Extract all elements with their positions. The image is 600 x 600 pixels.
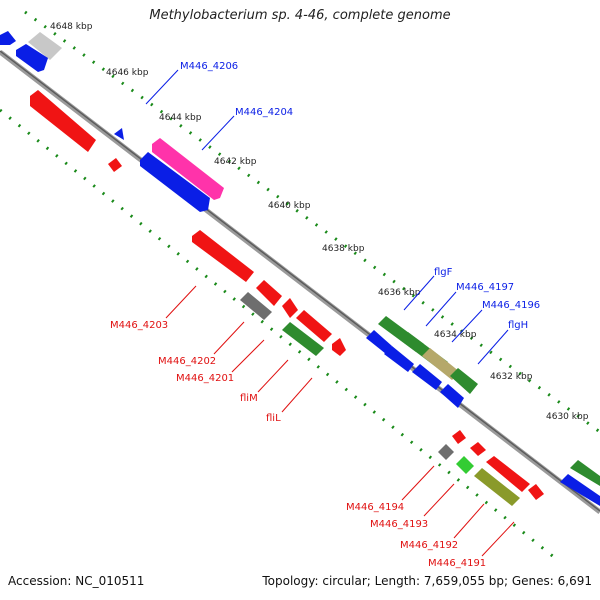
ruler-label-4642: 4642 kbp	[214, 157, 257, 167]
gene-label-M446_4206[interactable]: M446_4206	[180, 61, 238, 72]
gene-arrow-olive[interactable]	[474, 468, 520, 506]
gene-label-M446_4202[interactable]: M446_4202	[158, 356, 216, 367]
gene-arrow-gray-low[interactable]	[438, 444, 454, 460]
genome-summary-text: Topology: circular; Length: 7,659,055 bp…	[262, 574, 592, 588]
gene-arrow-green-3[interactable]	[450, 368, 478, 394]
leader-M446_4192	[453, 503, 485, 539]
gene-arrow-blue-flg-3[interactable]	[412, 364, 442, 390]
gene-arrow-blue-top[interactable]	[16, 44, 48, 72]
gene-label-flgH[interactable]: flgH	[508, 320, 528, 331]
map-title: Methylobacterium sp. 4-46, complete geno…	[149, 8, 451, 23]
genome-axis	[0, 50, 600, 514]
gene-label-fliM[interactable]: fliM	[240, 393, 258, 404]
gene-arrow-tan[interactable]	[422, 348, 460, 380]
gene-arrow-red-1[interactable]	[30, 90, 96, 152]
gene-arrow-red-4[interactable]	[282, 298, 298, 318]
gene-label-M446_4203[interactable]: M446_4203	[110, 320, 168, 331]
leader-M446_4201	[231, 339, 265, 373]
ruler-label-4648: 4648 kbp	[50, 22, 93, 32]
leader-flgF	[403, 275, 435, 311]
leader-M446_4203	[165, 285, 197, 319]
gene-arrow-pink[interactable]	[152, 138, 224, 200]
gene-arrow-blue-small-2[interactable]	[114, 128, 124, 140]
ruler-label-4640: 4640 kbp	[268, 201, 311, 211]
leader-M446_4202	[213, 321, 245, 355]
gene-label-fliL[interactable]: fliL	[266, 413, 281, 424]
genome-axis-highlight	[0, 50, 600, 512]
gene-arrow-red-9[interactable]	[486, 456, 530, 492]
ruler-label-4636: 4636 kbp	[378, 288, 421, 298]
gene-arrow-red-7[interactable]	[452, 430, 466, 444]
gene-label-M446_4197[interactable]: M446_4197	[456, 282, 514, 293]
leader-M446_4191	[481, 521, 515, 557]
leader-fliL	[281, 377, 313, 413]
leader-M446_4204	[201, 115, 235, 151]
gene-arrow-red-2[interactable]	[192, 230, 254, 282]
gene-arrow-red-10[interactable]	[528, 484, 544, 500]
gene-arrow-blue-small[interactable]	[0, 31, 16, 45]
gene-label-M446_4193[interactable]: M446_4193	[370, 519, 428, 530]
gene-label-M446_4192[interactable]: M446_4192	[400, 540, 458, 551]
gene-arrow-red-6[interactable]	[332, 338, 346, 356]
gene-arrow-green-bright[interactable]	[456, 456, 474, 474]
gene-arrow-gray-top[interactable]	[28, 32, 62, 60]
gene-label-M446_4196[interactable]: M446_4196	[482, 300, 540, 311]
gene-label-flgF[interactable]: flgF	[434, 267, 453, 278]
ruler-label-4634: 4634 kbp	[434, 330, 477, 340]
gene-arrow-green-edge[interactable]	[570, 460, 600, 486]
gene-arrow-blue-edge[interactable]	[560, 474, 600, 506]
gene-arrow-green-fliM[interactable]	[282, 322, 324, 356]
gene-arrow-gray-mid[interactable]	[240, 292, 272, 320]
leader-M446_4194	[401, 465, 435, 501]
gene-label-M446_4201[interactable]: M446_4201	[176, 373, 234, 384]
ruler-label-4638: 4638 kbp	[322, 244, 365, 254]
ruler-label-4644: 4644 kbp	[159, 113, 202, 123]
gene-arrow-blue-flg-1[interactable]	[366, 330, 392, 354]
leader-M446_4206	[145, 69, 179, 105]
leader-flgH	[477, 329, 509, 365]
gene-arrow-red-5[interactable]	[296, 310, 332, 342]
gene-arrow-blue-flg-4[interactable]	[440, 384, 464, 408]
ruler-label-4632: 4632 kbp	[490, 372, 533, 382]
gene-label-M446_4204[interactable]: M446_4204	[235, 107, 293, 118]
leader-fliM	[257, 359, 289, 393]
ruler-label-4646: 4646 kbp	[106, 68, 149, 78]
gene-arrow-blue-flg-2[interactable]	[384, 346, 414, 372]
gene-arrow-red-small-1[interactable]	[108, 158, 122, 172]
gene-arrow-red-3[interactable]	[256, 280, 282, 306]
gene-arrow-blue-big[interactable]	[140, 152, 210, 212]
gene-arrow-red-8[interactable]	[470, 442, 486, 456]
leader-M446_4196	[451, 309, 483, 343]
leader-M446_4197	[425, 291, 457, 327]
accession-text: Accession: NC_010511	[8, 574, 145, 588]
ruler-label-4630: 4630 kbp	[546, 412, 589, 422]
leader-M446_4193	[423, 483, 455, 517]
gene-label-M446_4194[interactable]: M446_4194	[346, 502, 404, 513]
gene-label-M446_4191[interactable]: M446_4191	[428, 558, 486, 569]
